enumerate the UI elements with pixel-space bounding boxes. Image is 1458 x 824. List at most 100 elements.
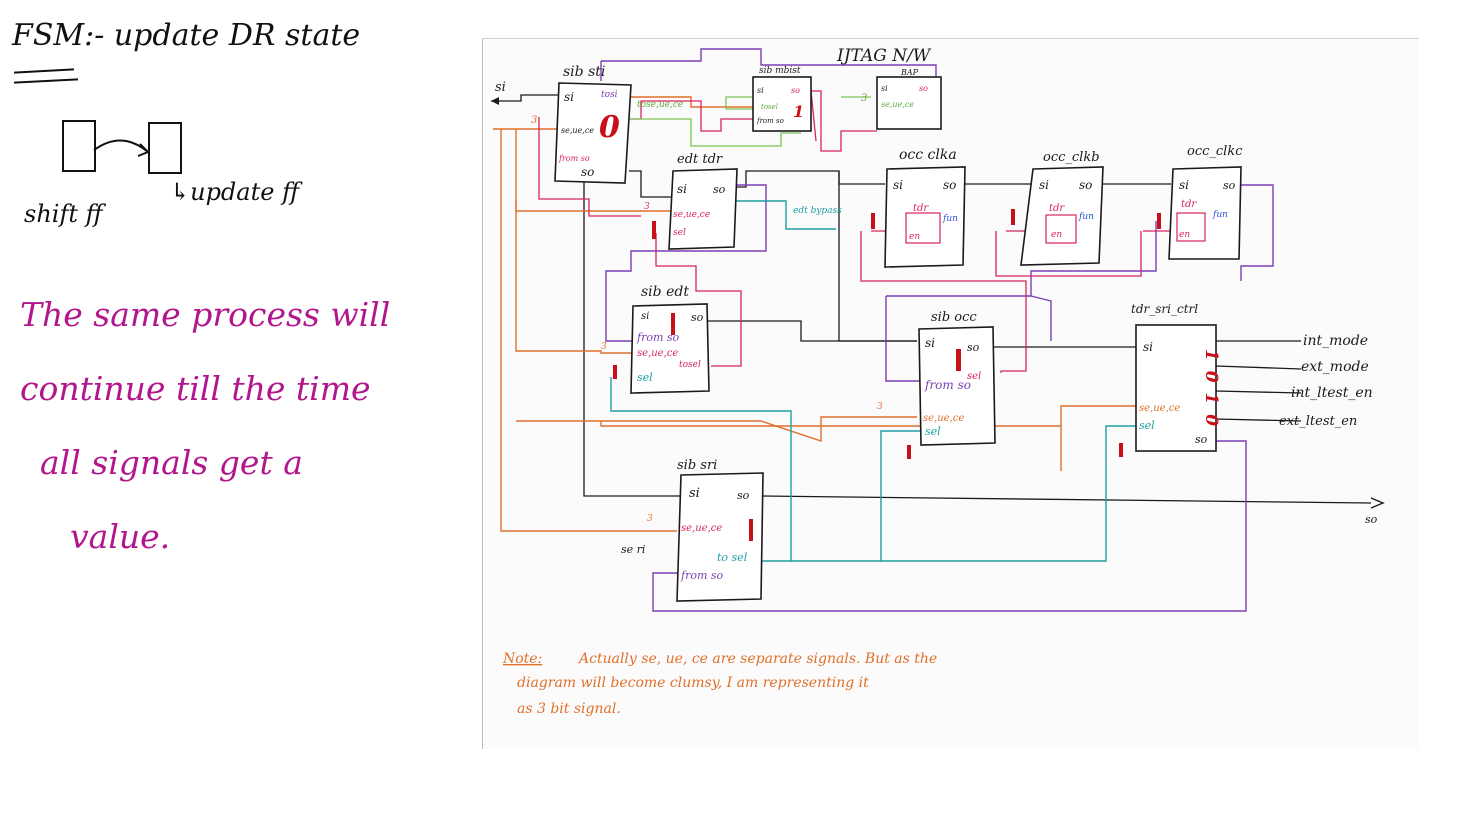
block-title: occ_clkb [1043, 150, 1100, 165]
output-ext-ltest-en: ext_ltest_en [1279, 414, 1357, 429]
diagram-note-line: as 3 bit signal. [517, 701, 621, 717]
port-label: from so [558, 154, 590, 163]
port-label: so [737, 489, 750, 502]
update-ff-label: ↳update ff [170, 178, 300, 206]
port-label: fun [942, 214, 958, 224]
port-label: tosi [601, 90, 618, 100]
port-label: se,ue,ce [637, 348, 678, 359]
shift-ff-box [62, 120, 96, 172]
port-label: si [893, 178, 903, 192]
side-label: se ri [621, 543, 645, 556]
sib-edt-block: sib edt si so from so se,ue,ce tosel sel [613, 284, 710, 394]
port-label: from so [636, 331, 680, 344]
sib-edt-value-bar [671, 313, 675, 335]
purple-wires [600, 48, 1274, 612]
port-label: si [689, 486, 700, 501]
block-title: sib mbist [759, 66, 801, 76]
bus-label: 3 [644, 202, 650, 212]
note-line: The same process will [20, 295, 391, 334]
port-label: from so [756, 117, 784, 125]
occ-clkb-value-bar [1011, 209, 1015, 225]
tdr-label: tdr [1049, 203, 1065, 214]
port-label: sel [967, 371, 981, 382]
update-ff-box [148, 122, 182, 174]
sib-sri-block: sib sri si so se,ue,ce to sel from so se… [621, 458, 764, 602]
tdr-sri-ctrl-block: tdr_sri_ctrl si se,ue,ce sel so 1 0 1 0 [1119, 302, 1221, 457]
diagram-title: IJTAG N/W [836, 46, 932, 66]
bap-bus-label: tose,ue,ce [637, 100, 683, 110]
port-label: so [581, 165, 594, 179]
bap-block: BAP si so se,ue,ce 3 [861, 68, 942, 130]
block-title: tdr_sri_ctrl [1131, 302, 1198, 316]
sib-occ-sel-bar [907, 445, 911, 459]
port-label: si [925, 336, 935, 350]
sib-sri-value-bar [749, 519, 753, 541]
block-title: occ_clkc [1187, 144, 1243, 159]
output-int-ltest-en: int_ltest_en [1291, 385, 1373, 401]
ijtag-diagram-panel: .blk { fill:#ffffff; stroke:#1a1a1a; str… [482, 38, 1419, 749]
block-title: sib sti [563, 64, 605, 80]
bus-label: 3 [861, 93, 867, 104]
diagram-note-label: Note: [502, 651, 542, 667]
left-notes: FSM:- update DR state shift ff ↳update f… [0, 0, 475, 824]
black-wires [491, 94, 1372, 504]
port-label: si [564, 90, 574, 104]
port-label: si [1039, 178, 1049, 192]
port-label: si [757, 86, 764, 95]
bus-label: 3 [601, 342, 607, 352]
so-output-label: so [1365, 513, 1378, 526]
occ-clka-block: occ clka si so tdr fun en [871, 147, 966, 268]
port-label: so [691, 311, 704, 324]
sib-occ-block: sib occ si so sel from so se,ue,ce sel [907, 310, 996, 459]
port-label: si [641, 311, 649, 322]
tdr-bits: 1 0 1 0 [1201, 349, 1221, 428]
green-wires [629, 96, 871, 147]
port-label: se,ue,ce [1139, 403, 1180, 414]
bypass-label: edt bypass [793, 206, 842, 216]
bus-label: 3 [877, 402, 883, 412]
port-label: sel [1139, 419, 1155, 432]
port-label: en [1179, 230, 1190, 240]
port-label: from so [680, 569, 724, 582]
occ-clkc-value-bar [1157, 213, 1161, 229]
port-label: se,ue,ce [561, 126, 594, 135]
occ-clka-value-bar [871, 213, 875, 229]
block-title: sib edt [641, 284, 689, 300]
output-int-mode: int_mode [1303, 333, 1368, 349]
edt-tdr-block: edt tdr si so se,ue,ce sel edt bypass [652, 152, 842, 250]
sib-mbist-block: sib mbist si so tosel from so 1 [752, 66, 812, 132]
diagram-note-line: Actually se, ue, ce are separate signals… [577, 651, 937, 667]
sib-mbist-value: 1 [793, 102, 804, 121]
occ-clkb-block: occ_clkb si so tdr fun en [1011, 150, 1104, 266]
shift-ff-label: shift ff [24, 200, 103, 228]
tdr-sri-sel-bar [1119, 443, 1123, 457]
port-label: si [1179, 178, 1189, 192]
port-label: si [1143, 340, 1153, 354]
port-label: so [791, 86, 800, 95]
fsm-underline [13, 78, 79, 84]
bus-label: 3 [647, 514, 653, 524]
note-line: continue till the time [20, 369, 371, 408]
fsm-arrow [93, 139, 150, 157]
port-label: sel [637, 371, 653, 384]
edt-tdr-value-bar [652, 221, 656, 239]
note-line: value. [70, 517, 171, 556]
diagram-note-line: diagram will become clumsy, I am represe… [517, 675, 869, 691]
tdr-label: tdr [913, 203, 929, 214]
block-title: sib sri [677, 458, 717, 473]
note-text: The same process will continue till the … [20, 278, 470, 574]
port-label: so [919, 84, 928, 93]
sib-sti-block: sib sti si tosi se,ue,ce from so so 0 [554, 64, 632, 184]
port-label: from so [924, 378, 971, 392]
port-label: tosel [761, 103, 778, 111]
block-title: occ clka [899, 147, 957, 163]
port-label: sel [925, 425, 941, 438]
port-label: tosel [679, 360, 701, 370]
port-label: to sel [717, 551, 748, 564]
block-title: sib occ [931, 310, 977, 325]
output-ext-mode: ext_mode [1301, 359, 1369, 375]
crimson-wires [538, 90, 1176, 373]
port-label: si [677, 182, 687, 196]
port-label: so [1079, 178, 1092, 192]
block-title: edt tdr [677, 152, 723, 167]
